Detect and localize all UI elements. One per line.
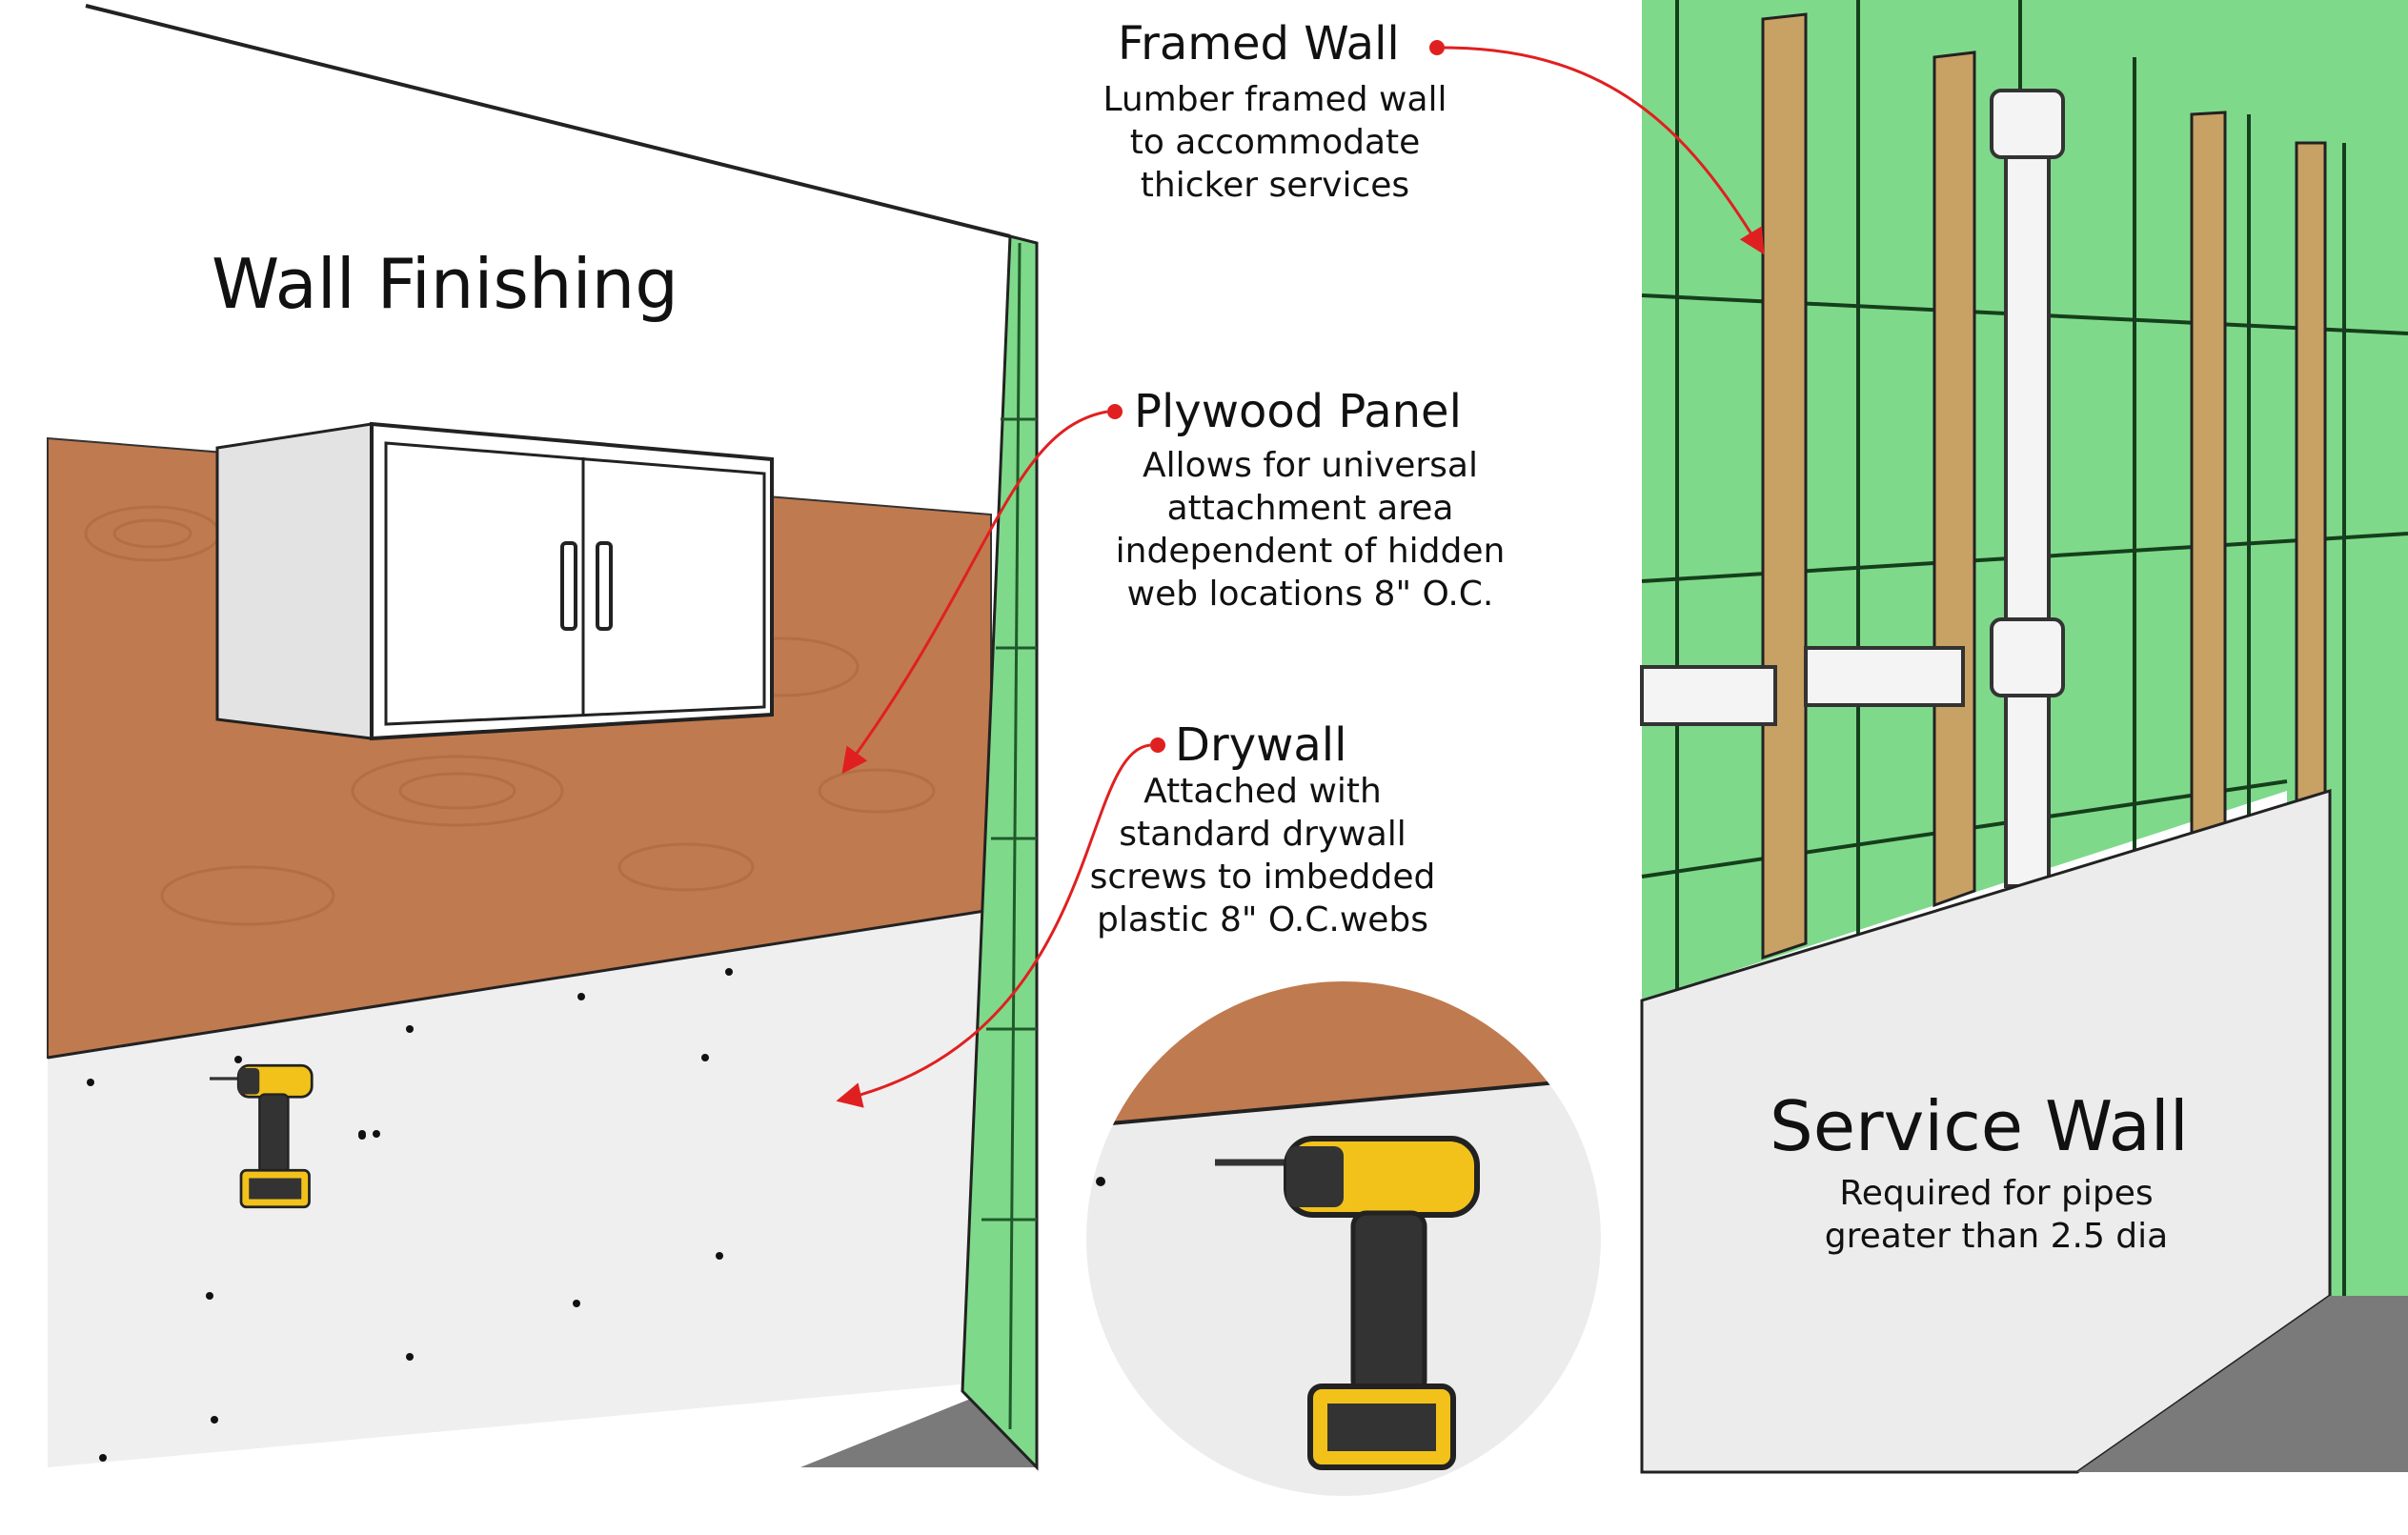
- drywall-detail-circle: [1086, 981, 1601, 1496]
- wall-cabinet: [215, 421, 774, 741]
- framed-wall-arrow: [1443, 46, 1765, 255]
- pipe-elbow: [1990, 89, 2065, 159]
- framed-wall-line: Lumber framed wall: [1103, 80, 1447, 119]
- service-wall-line: Required for pipes: [1839, 1174, 2154, 1213]
- pipe-tee: [1990, 617, 2065, 697]
- horizontal-pipe-left: [1640, 665, 1777, 726]
- framed-wall-title: Framed Wall: [1118, 17, 1400, 71]
- drywall-line: Attached with: [1143, 772, 1382, 811]
- service-wall-line: greater than 2.5 dia: [1824, 1217, 2169, 1256]
- wall-finishing-scene: [47, 0, 1039, 1471]
- service-wall-desc: Required for pipes greater than 2.5 dia: [1806, 1172, 2187, 1258]
- plywood-arrow: [841, 410, 1108, 775]
- plywood-anchor-dot: [1107, 404, 1123, 419]
- drywall-title: Drywall: [1175, 718, 1347, 772]
- cabinet-handle-left: [560, 541, 577, 631]
- ceiling-line: [85, 4, 1011, 238]
- drill-icon: [210, 1063, 314, 1209]
- vertical-pipe: [2004, 122, 2051, 888]
- cabinet-handle-right: [596, 541, 613, 631]
- drywall-line: screws to imbedded: [1089, 858, 1436, 897]
- callout-arrows: [836, 40, 1765, 1108]
- framed-wall-desc: Lumber framed wall to accommodate thicke…: [1084, 78, 1466, 207]
- green-side-wall-grid: [981, 242, 1037, 1430]
- plywood-grain: [84, 505, 936, 926]
- framed-wall-line: to accommodate: [1129, 123, 1421, 162]
- service-wall-scene: [1640, 0, 2408, 1477]
- drywall-desc: Attached with standard drywall screws to…: [1072, 770, 1453, 941]
- plywood-panel-desc: Allows for universal attachment area ind…: [1101, 444, 1520, 616]
- lumber-studs: [1761, 12, 2327, 960]
- plywood-panel-line: Allows for universal: [1143, 446, 1478, 485]
- plywood-panel-title: Plywood Panel: [1134, 385, 1462, 438]
- drywall-panel-left: [48, 910, 991, 1467]
- framed-wall-line: thicker services: [1140, 166, 1410, 205]
- drywall-anchor-dot: [1150, 737, 1165, 753]
- framed-wall-anchor-dot: [1429, 40, 1445, 55]
- service-wall-title: Service Wall: [1770, 1086, 2189, 1166]
- plywood-panel-line: independent of hidden: [1115, 532, 1506, 571]
- wall-finishing-title: Wall Finishing: [212, 244, 678, 324]
- plywood-panel-line: attachment area: [1166, 489, 1454, 528]
- drill-icon-large: [1215, 1136, 1480, 1470]
- drywall-line: plastic 8" O.C.webs: [1096, 900, 1429, 939]
- drywall-screws: [87, 968, 733, 1462]
- floor-right: [2077, 1296, 2408, 1472]
- drywall-arrow: [836, 743, 1151, 1108]
- plywood-panel-line: web locations 8" O.C.: [1126, 575, 1494, 614]
- horizontal-pipe-right: [1804, 646, 1965, 707]
- drywall-line: standard drywall: [1119, 815, 1406, 854]
